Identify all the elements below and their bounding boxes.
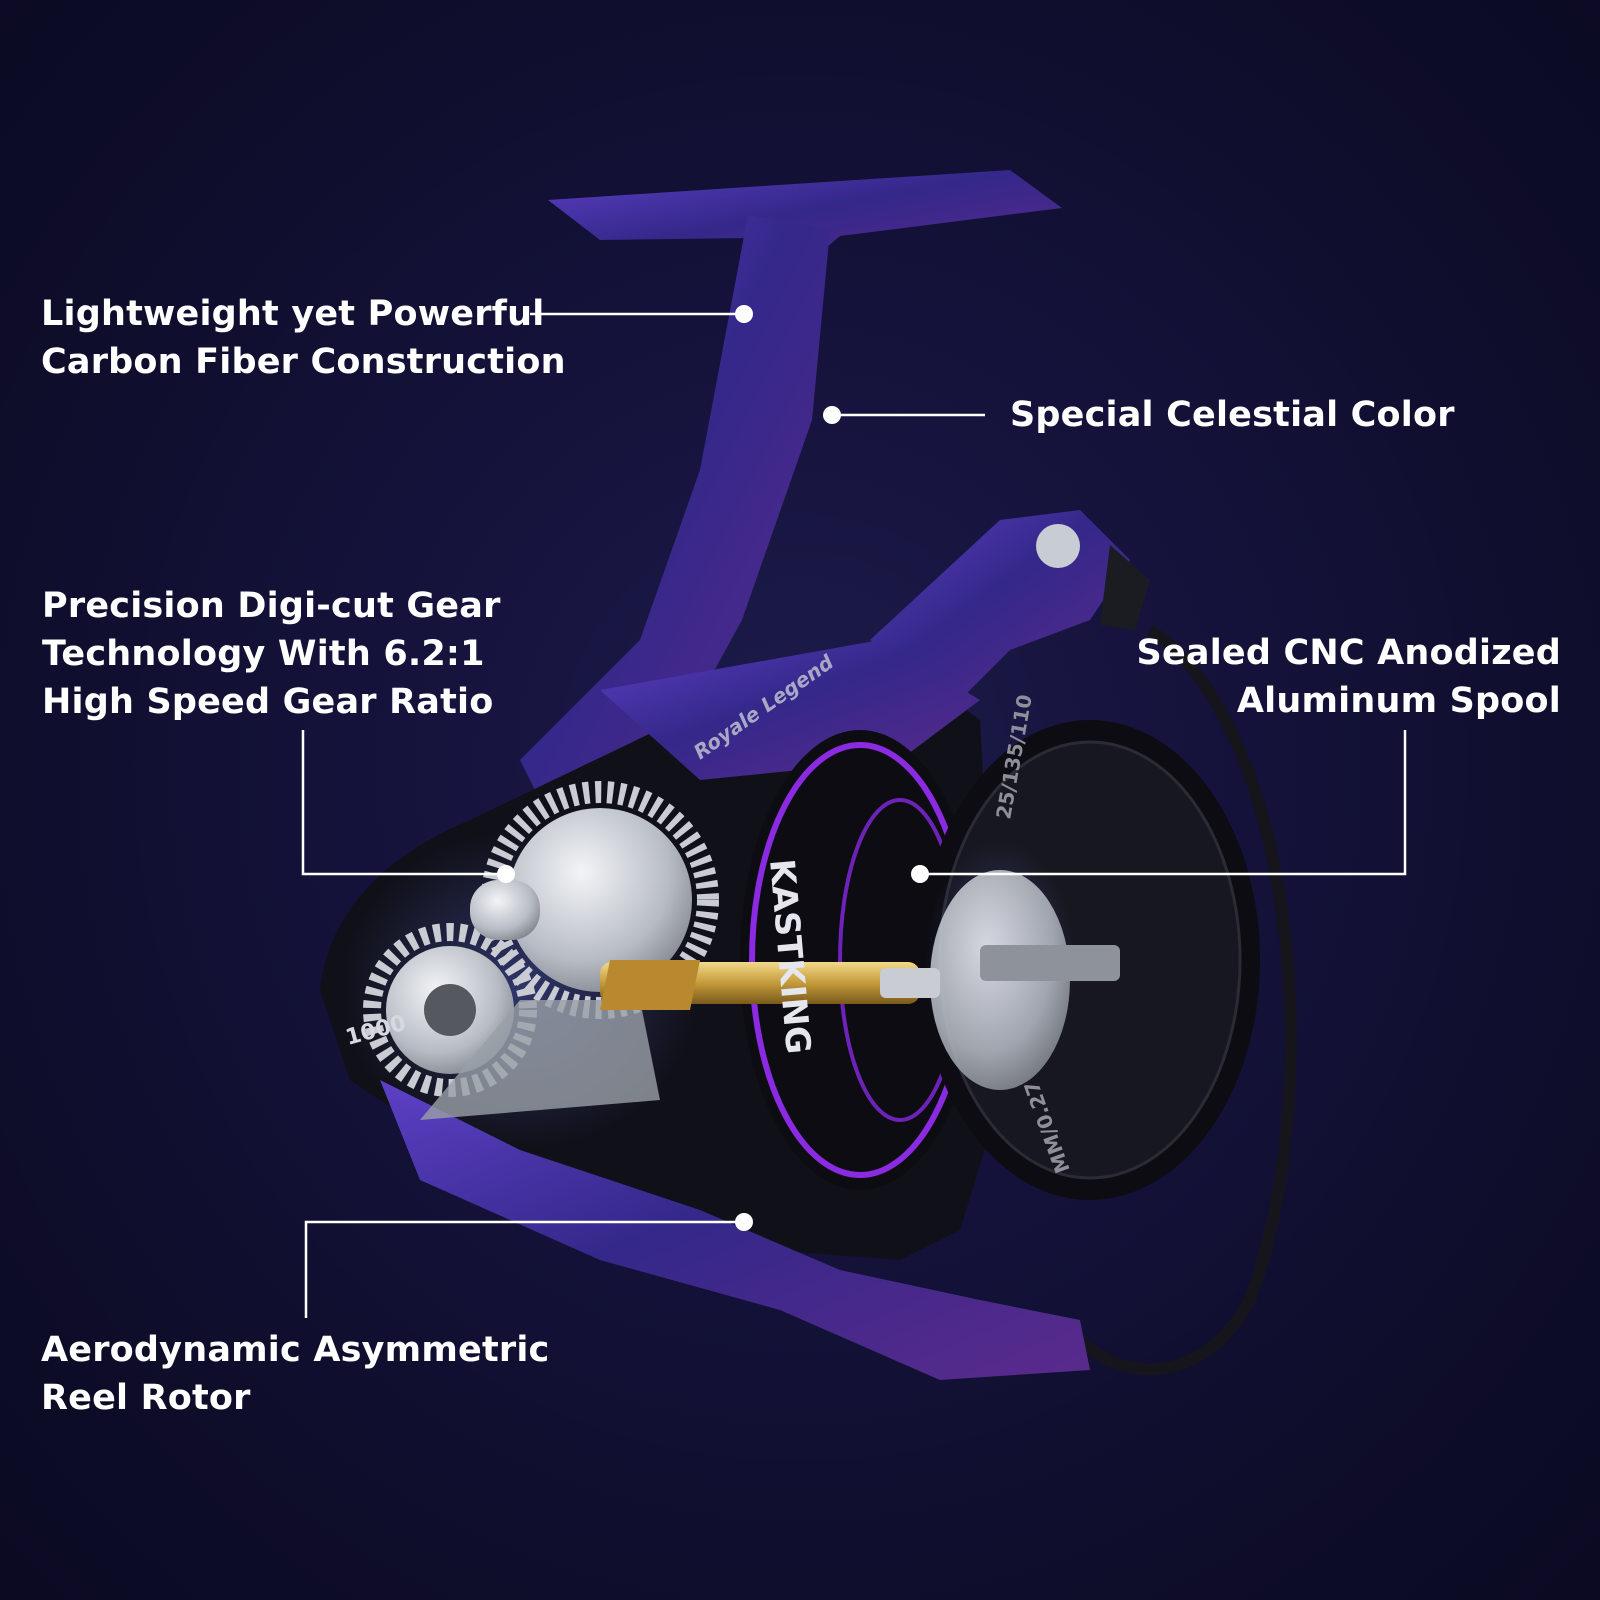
callout-line-spool [920,730,1407,876]
bail-wire [1075,624,1297,1376]
callout-dot-spool [911,865,929,883]
bail-arm [870,510,1150,700]
feature-aluminum-spool: Sealed CNC Anodized Aluminum Spool [1136,633,1561,721]
feature-reel-rotor: Aerodynamic Asymmetric Reel Rotor [41,1330,550,1418]
callout-dot-gear [497,865,515,883]
callout-dot-carbon [735,305,753,323]
feature-carbon-fiber: Lightweight yet Powerful Carbon Fiber Co… [41,294,566,382]
feature-gear-technology: Precision Digi-cut Gear Technology With … [42,586,501,722]
callout-dot-celestial [823,406,841,424]
callout-line-rotor [304,1220,744,1318]
reel-stem [520,170,1062,840]
gear-assembly [340,781,719,1150]
callout-dot-rotor [735,1213,753,1231]
callout-line-gear [301,730,506,876]
spool: 25/135/110 MM/0.27 [920,693,1260,1200]
feature-celestial-color: Special Celestial Color [1010,395,1455,435]
main-shaft [600,960,940,1010]
